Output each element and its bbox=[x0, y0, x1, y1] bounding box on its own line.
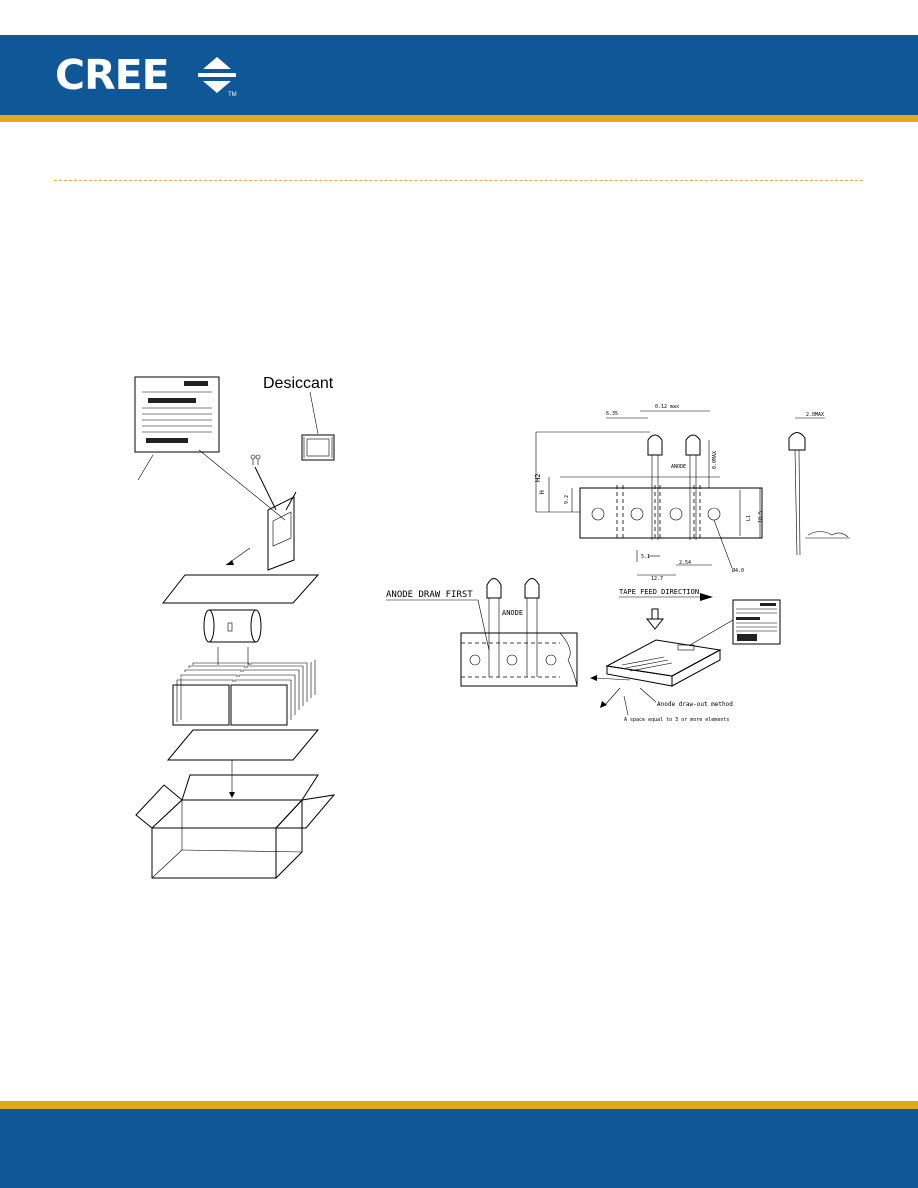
tape-side-view: 2.0MAX bbox=[788, 412, 850, 556]
dim-l1: L1 bbox=[746, 515, 752, 521]
dim-9-2: 9.2 bbox=[564, 495, 570, 504]
dim-5-1: 5.1 bbox=[641, 554, 650, 560]
dim-h2: H2 bbox=[534, 474, 542, 482]
tape-feed-direction: TAPE FEED DIRECTION bbox=[619, 588, 713, 630]
cree-logo: CREE bbox=[55, 51, 170, 99]
tape-pack-stack bbox=[172, 660, 316, 726]
box-label bbox=[732, 599, 781, 645]
led-icon bbox=[250, 454, 277, 511]
dim-18-5: 18.5 bbox=[758, 511, 764, 523]
cardboard-sheet-top bbox=[161, 574, 320, 604]
reel-roll bbox=[203, 609, 262, 643]
anode-drawout-label: Anode draw-out method bbox=[657, 701, 733, 708]
anode-draw-first-label: ANODE DRAW FIRST bbox=[386, 590, 473, 600]
carton-box bbox=[135, 774, 336, 880]
desiccant-label: Desiccant bbox=[263, 375, 334, 392]
cree-logo-arrow-icon: TM bbox=[198, 57, 237, 98]
antistatic-bag bbox=[225, 496, 295, 571]
box-label-logo-icon bbox=[760, 603, 776, 606]
dim-6-35: 6.35 bbox=[606, 411, 618, 417]
cardboard-sheet-bottom bbox=[166, 729, 320, 761]
feed-arrow-icon bbox=[700, 593, 713, 601]
header-band bbox=[0, 35, 918, 115]
desiccant-pack-icon bbox=[301, 434, 335, 461]
dim-h: H bbox=[539, 490, 546, 494]
header-accent-stripe bbox=[0, 115, 918, 122]
anode-draw-first-tape: ANODE DRAW FIRST ANODE bbox=[386, 578, 578, 687]
down-arrow-icon bbox=[645, 618, 665, 630]
label-logo-icon bbox=[184, 381, 208, 386]
section-divider bbox=[54, 180, 863, 181]
footer-band bbox=[0, 1109, 918, 1188]
tape-feed-direction-label: TAPE FEED DIRECTION bbox=[619, 588, 699, 596]
tape-dimension-drawing: 6.35 0.12 max H2 H 9.2 0.0MAX L1 18.5 5.… bbox=[534, 404, 764, 582]
dim-2-54: 2.54 bbox=[679, 560, 691, 566]
label-card bbox=[134, 376, 286, 521]
space-note-label: A space equal to 3 or more elements bbox=[624, 717, 729, 723]
anode-label: ANODE bbox=[502, 609, 523, 617]
ammo-box: Anode draw-out method A space equal to 3… bbox=[590, 619, 733, 723]
anode-small-label: ANODE bbox=[671, 464, 686, 470]
dim-0-0-max: 0.0MAX bbox=[712, 451, 718, 469]
footer-accent-stripe bbox=[0, 1101, 918, 1109]
dim-2-0-max: 2.0MAX bbox=[806, 412, 824, 418]
trademark-mark: TM bbox=[228, 92, 237, 98]
dim-12-7: 12.7 bbox=[651, 576, 663, 582]
dim-0-12-max: 0.12 max bbox=[655, 404, 679, 410]
dim-hole-4-0: Ø4.0 bbox=[732, 567, 744, 574]
